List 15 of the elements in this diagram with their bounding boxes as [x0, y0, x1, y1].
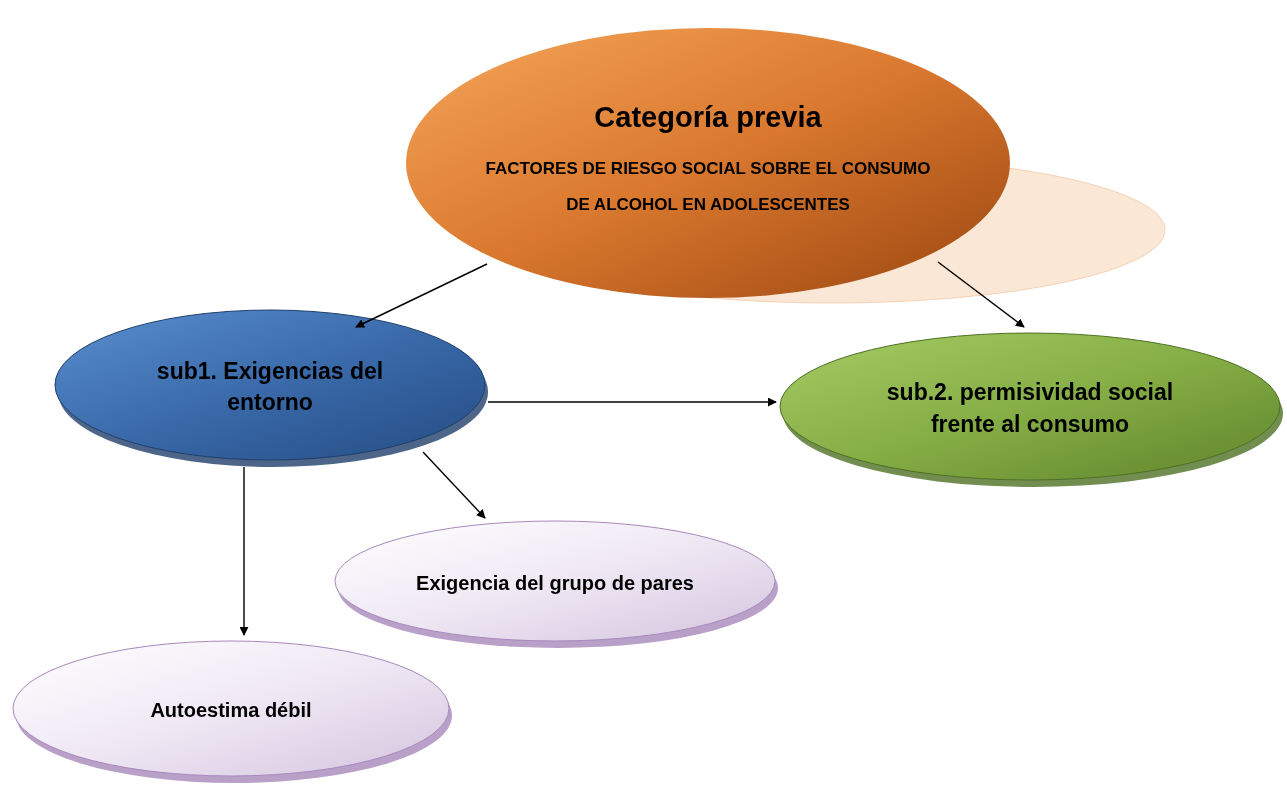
node-title: Exigencia del grupo de pares: [416, 570, 694, 596]
node-title: Autoestima débil: [150, 698, 312, 723]
subcategory-ellipse: [52, 307, 488, 467]
node-description: FACTORES DE RIESGO SOCIAL SOBRE EL CONSUMO DE ALCOHOL EN ADOLESCENTES: [484, 157, 932, 216]
arrow: [937, 261, 1025, 328]
node-title: Categoría previa: [594, 99, 822, 135]
arrow: [355, 263, 488, 328]
arrow: [422, 451, 486, 519]
node-title: sub1. Exigencias del entorno: [155, 356, 385, 417]
node-title: sub.2. permisividad social frente al consumo: [885, 378, 1175, 439]
factor-ellipse: [10, 638, 452, 783]
subcategory-ellipse: [777, 330, 1283, 487]
factor-ellipse: [332, 518, 778, 648]
arrow: [487, 397, 777, 407]
arrow: [239, 466, 249, 636]
